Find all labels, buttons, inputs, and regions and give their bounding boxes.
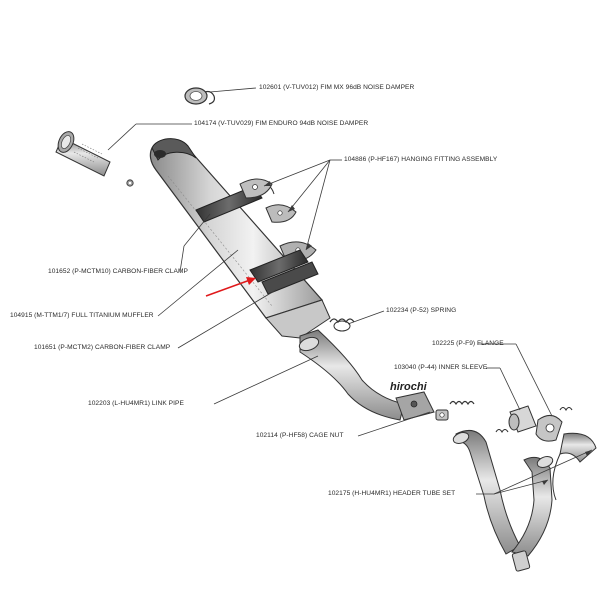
label-clamp-upper: 101652 (P-MCTM10) CARBON-FIBER CLAMP: [48, 268, 188, 275]
leader-lines: [107, 87, 593, 495]
leader-header-b: [493, 479, 549, 495]
label-spring: 102234 (P-52) SPRING: [386, 307, 457, 314]
watermark: hirochi: [390, 381, 427, 393]
leader-flange-b: [515, 343, 553, 417]
flange-part: [495, 406, 573, 442]
cage-nut-part: [435, 409, 449, 421]
leader-link-pipe: [213, 355, 319, 405]
leader-muffler: [157, 249, 239, 317]
header-tube-set-part: [452, 429, 597, 572]
leader-header-c: [493, 449, 593, 495]
leader-cage-nut: [357, 411, 431, 437]
label-noise-damper-mx: 102601 (V-TUV012) FIM MX 96dB NOISE DAMP…: [259, 84, 415, 91]
label-inner-sleeve: 103040 (P-44) INNER SLEEVE: [394, 364, 488, 371]
leader-hanging-fitting-c: [305, 159, 331, 251]
label-muffler: 104915 (M-TTM1/7) FULL TITANIUM MUFFLER: [10, 312, 154, 319]
label-flange: 102225 (P-F9) FLANGE: [432, 340, 504, 347]
leader-noise-damper-mx: [209, 87, 257, 93]
spring-link-part: [449, 400, 475, 406]
inner-sleeve-part: [508, 405, 537, 433]
label-clamp-lower: 101651 (P-MCTM2) CARBON-FIBER CLAMP: [34, 344, 171, 351]
label-noise-damper-enduro: 104174 (V-TUV029) FIM ENDURO 94dB NOISE …: [194, 120, 369, 127]
leader-inner-sleeve-b: [499, 367, 521, 411]
leader-arrowheads: [264, 181, 592, 485]
leader-hanging-fitting-a: [263, 159, 331, 187]
noise-damper-enduro-part: [55, 131, 134, 187]
noise-damper-mx-part: [184, 87, 216, 105]
label-hanging-fitting: 104886 (P-HF167) HANGING FITTING ASSEMBL…: [344, 156, 498, 163]
leader-spring: [347, 310, 385, 325]
leader-hanging-fitting-b: [287, 159, 331, 213]
label-cage-nut: 102114 (P-HF58) CAGE NUT: [256, 432, 344, 439]
leader-clamp-upper-a: [183, 213, 211, 247]
spring-upper-part: [329, 318, 355, 332]
leader-clamp-upper-b: [179, 245, 185, 273]
titanium-muffler-part: [149, 138, 331, 339]
label-link-pipe: 102203 (L-HU4MR1) LINK PIPE: [88, 400, 184, 407]
link-pipe-part: [298, 329, 435, 421]
red-pointer-arrow: [205, 277, 256, 297]
leader-clamp-lower: [177, 289, 277, 349]
leader-noise-damper-enduro-a: [107, 123, 137, 151]
label-header-tube-set: 102175 (H-HU4MR1) HEADER TUBE SET: [328, 490, 456, 497]
